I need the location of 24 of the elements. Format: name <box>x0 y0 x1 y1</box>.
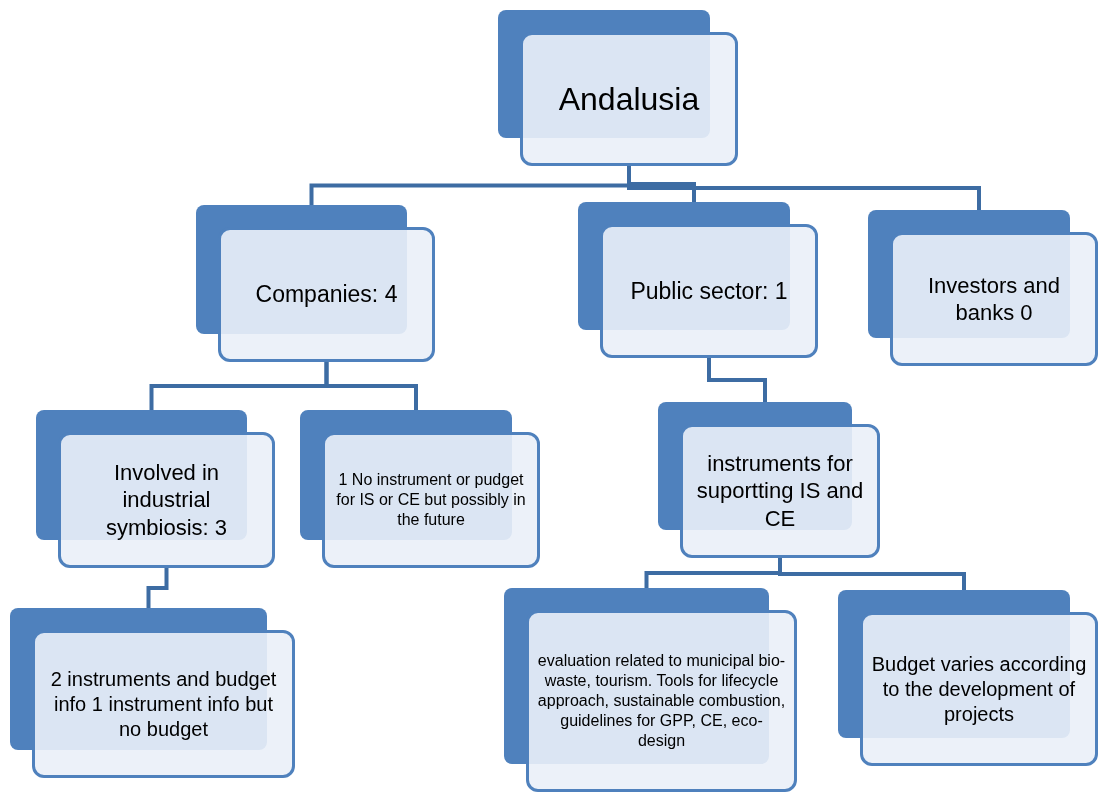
stacked-box <box>36 410 275 568</box>
box-label: Investors and banks 0 <box>926 271 1062 327</box>
stacked-box <box>10 608 295 778</box>
box-label: Public sector: 1 <box>630 276 788 306</box>
box-label: instruments for suportting IS and CE <box>695 449 865 533</box>
connector-line <box>146 568 169 608</box>
box-label: Andalusia <box>558 80 700 119</box>
stacked-box <box>300 410 540 568</box>
connector-line <box>324 362 418 410</box>
connector-line <box>778 558 966 590</box>
stacked-box <box>578 202 818 358</box>
box-label: evaluation related to municipal bio-waste, tourism. Tools for lifecycle approach, sustainable combustion, guidelines for GPP, CE, eco-design <box>537 651 786 751</box>
stacked-box <box>868 210 1098 366</box>
box-label: 2 instruments and budget info 1 instrument info but no budget <box>49 666 278 742</box>
stacked-box <box>658 402 880 558</box>
connector-line <box>707 358 767 402</box>
box-label: Involved in industrial symbiosis: 3 <box>104 458 228 542</box>
stacked-box <box>838 590 1098 766</box>
box-label: 1 No instrument or pudget for IS or CE but possibly in the future <box>335 470 527 530</box>
stacked-box <box>498 10 738 166</box>
box-label: Companies: 4 <box>255 280 398 309</box>
box-label: Budget varies according to the development of projects <box>871 651 1087 727</box>
stacked-box <box>196 205 435 362</box>
stacked-box <box>504 588 797 792</box>
